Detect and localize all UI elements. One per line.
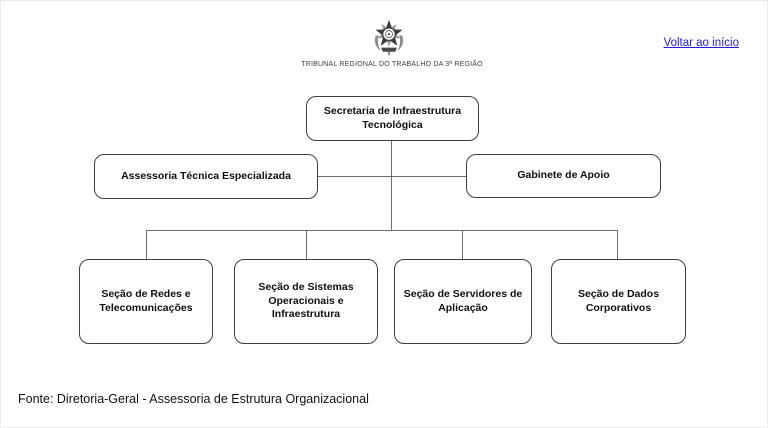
org-node-assessoria-tecnica-especializada: Assessoria Técnica Especializada — [94, 154, 318, 199]
connector-advisors — [318, 176, 466, 177]
source-note: Fonte: Diretoria-Geral - Assessoria de E… — [18, 392, 369, 406]
court-caption: TRIBUNAL REGIONAL DO TRABALHO DA 3ª REGI… — [301, 61, 483, 68]
org-node-secao-sistemas-operacionais-infraestrutura: Seção de Sistemas Operacionais e Infraes… — [234, 259, 378, 344]
org-node-secao-redes-telecomunicacoes: Seção de Redes e Telecomunicações — [79, 259, 213, 344]
org-node-gabinete-de-apoio: Gabinete de Apoio — [466, 154, 661, 198]
connector-distribution — [146, 230, 618, 231]
org-node-secao-servidores-aplicacao: Seção de Servidores de Aplicação — [394, 259, 532, 344]
connector-drop-4 — [617, 230, 618, 259]
org-node-secretaria-infraestrutura-tecnologica: Secretaria de Infraestrutura Tecnológica — [306, 96, 479, 141]
org-node-secao-dados-corporativos: Seção de Dados Corporativos — [551, 259, 686, 344]
connector-drop-1 — [146, 230, 147, 259]
brazil-coat-of-arms-icon — [368, 13, 410, 57]
back-to-top-link[interactable]: Voltar ao início — [663, 37, 739, 49]
connector-root-drop — [391, 141, 392, 230]
connector-drop-3 — [462, 230, 463, 259]
connector-drop-2 — [306, 230, 307, 259]
